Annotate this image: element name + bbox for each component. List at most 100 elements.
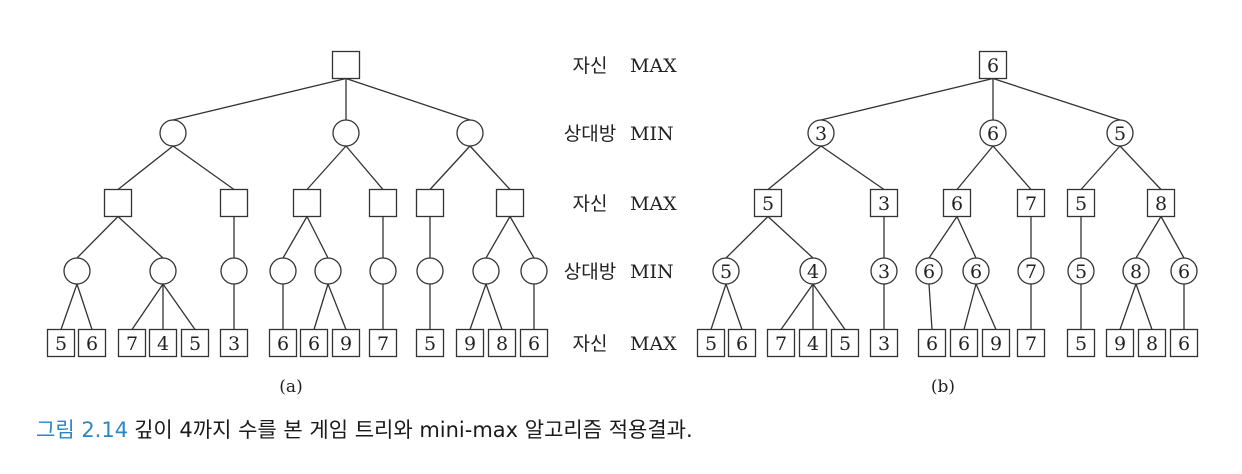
tree-a-leaf-node-value: 6 <box>86 333 98 355</box>
tree-a-min-node <box>472 257 500 285</box>
tree-b-leaf-node <box>869 328 899 358</box>
tree-a-min-node <box>416 257 444 285</box>
tree-b-leaf-node <box>1016 328 1046 358</box>
tree-b-max-node <box>1016 188 1046 218</box>
tree-a-edge <box>172 77 347 121</box>
tree-b-max-node <box>1066 188 1096 218</box>
tree-b-min-node <box>870 257 898 285</box>
tree-a-edge <box>76 283 93 330</box>
tree-b-max-node <box>753 188 783 218</box>
tree-b-edge <box>1135 283 1153 330</box>
figure-number: 그림 2.14 <box>36 418 129 442</box>
tree-b-min-node-value: 6 <box>970 261 982 283</box>
tree-b-leaf-node <box>830 328 860 358</box>
tree-a-leaf-node <box>219 328 249 358</box>
tree-b-min-node <box>712 257 740 285</box>
tree-b-leaf-node-value: 6 <box>736 333 748 355</box>
tree-a-leaf-node <box>268 328 298 358</box>
tree-a-leaf-node <box>487 328 517 358</box>
tree-b-edge <box>963 283 977 330</box>
tree-a-min-node <box>63 257 91 285</box>
tree-a-edge <box>429 145 471 190</box>
tree-a-min-node <box>456 119 484 147</box>
tree-b-min-node <box>979 119 1007 147</box>
tree-b-min-node-value: 8 <box>1130 261 1142 283</box>
tree-b-min-node <box>799 257 827 285</box>
tree-a-root-max-node <box>331 50 361 80</box>
tree-a-edge <box>60 283 78 330</box>
tree-b-min-node-value: 5 <box>1114 123 1126 145</box>
tree-b-edge <box>992 145 1032 190</box>
tree-b-edge <box>1119 145 1162 190</box>
tree-b-min-node-value: 6 <box>1178 261 1190 283</box>
tree-a-leaf-node-value: 4 <box>157 333 169 355</box>
tree-a-leaf-node <box>180 328 210 358</box>
tree-a-edge <box>282 216 308 259</box>
tree-b-leaf-node <box>798 328 828 358</box>
tree-a-edge <box>117 145 174 191</box>
tree-a-leaf-node-value: 5 <box>189 333 201 355</box>
tree-b-min-node-value: 7 <box>1025 261 1037 283</box>
tree-b-leaf-node-value: 5 <box>1075 333 1087 355</box>
tree-a-max-node <box>495 188 525 218</box>
tree-b-max-node-value: 5 <box>762 193 774 215</box>
tree-a-leaf-node-value: 7 <box>377 333 389 355</box>
level-role-label: 상대방 <box>564 261 616 283</box>
tree-b-leaf-node-value: 6 <box>1178 333 1190 355</box>
tree-b-edge <box>725 216 769 259</box>
tree-a-edge <box>313 283 329 330</box>
tree-b-max-node-value: 7 <box>1025 193 1037 215</box>
tree-a-edge <box>162 283 196 330</box>
tree-a-leaf-node <box>148 328 178 358</box>
tree-b-leaf-node-value: 5 <box>839 333 851 355</box>
tree-b-min-node <box>807 119 835 147</box>
tree-b-min-node <box>1106 119 1134 147</box>
tree-b-leaf-node <box>949 328 979 358</box>
tree-b-label: (b) <box>931 377 955 397</box>
tree-b-max-node-value: 8 <box>1155 193 1167 215</box>
tree-b-min-node <box>1067 257 1095 285</box>
tree-a-leaf-node <box>331 328 361 358</box>
tree-a-leaf-node-value: 6 <box>308 333 320 355</box>
tree-a-edge <box>327 283 347 330</box>
tree-a-edge <box>345 77 471 121</box>
tree-b-leaf-node <box>1137 328 1167 358</box>
tree-a-edges <box>60 77 535 330</box>
tree-a-leaf-node <box>46 328 76 358</box>
tree-b-edge <box>975 283 997 330</box>
tree-b-edge <box>1119 283 1137 330</box>
tree-a-leaf-node <box>117 328 147 358</box>
tree-b-leaf-node-value: 3 <box>878 333 890 355</box>
tree-a-label: (a) <box>279 377 302 397</box>
tree-b-min-node <box>1170 257 1198 285</box>
tree-b-leaf-node-value: 7 <box>1025 333 1037 355</box>
level-type-label: MAX <box>630 193 677 215</box>
tree-b-leaf-node-value: 6 <box>958 333 970 355</box>
tree-a-edge <box>172 145 235 191</box>
tree-b-edge <box>1160 216 1185 259</box>
tree-b-leaf-node-value: 7 <box>775 333 787 355</box>
tree-b-leaf-node-value: 4 <box>807 333 819 355</box>
tree-a-leaf-node-value: 9 <box>340 333 352 355</box>
tree-b-min-node <box>1122 257 1150 285</box>
tree-a-edge <box>485 216 511 259</box>
tree-b-leaf-node <box>727 328 757 358</box>
tree-a-leaf-node-value: 5 <box>424 333 436 355</box>
tree-b-leaf-node <box>917 328 947 358</box>
level-type-label: MAX <box>630 333 677 355</box>
level-type-label: MIN <box>630 261 674 283</box>
tree-b-leaf-node-value: 5 <box>705 333 717 355</box>
tree-a-edge <box>469 283 487 330</box>
tree-b-leaf-node-value: 9 <box>1114 333 1126 355</box>
tree-a-min-node <box>332 119 360 147</box>
level-role-label: 자신 <box>573 333 608 355</box>
tree-b-min-node-value: 4 <box>807 261 819 283</box>
tree-a-edge <box>345 145 384 190</box>
tree-b-max-node-value: 5 <box>1075 193 1087 215</box>
tree-a-edge <box>306 145 347 190</box>
level-role-label: 자신 <box>573 55 608 77</box>
